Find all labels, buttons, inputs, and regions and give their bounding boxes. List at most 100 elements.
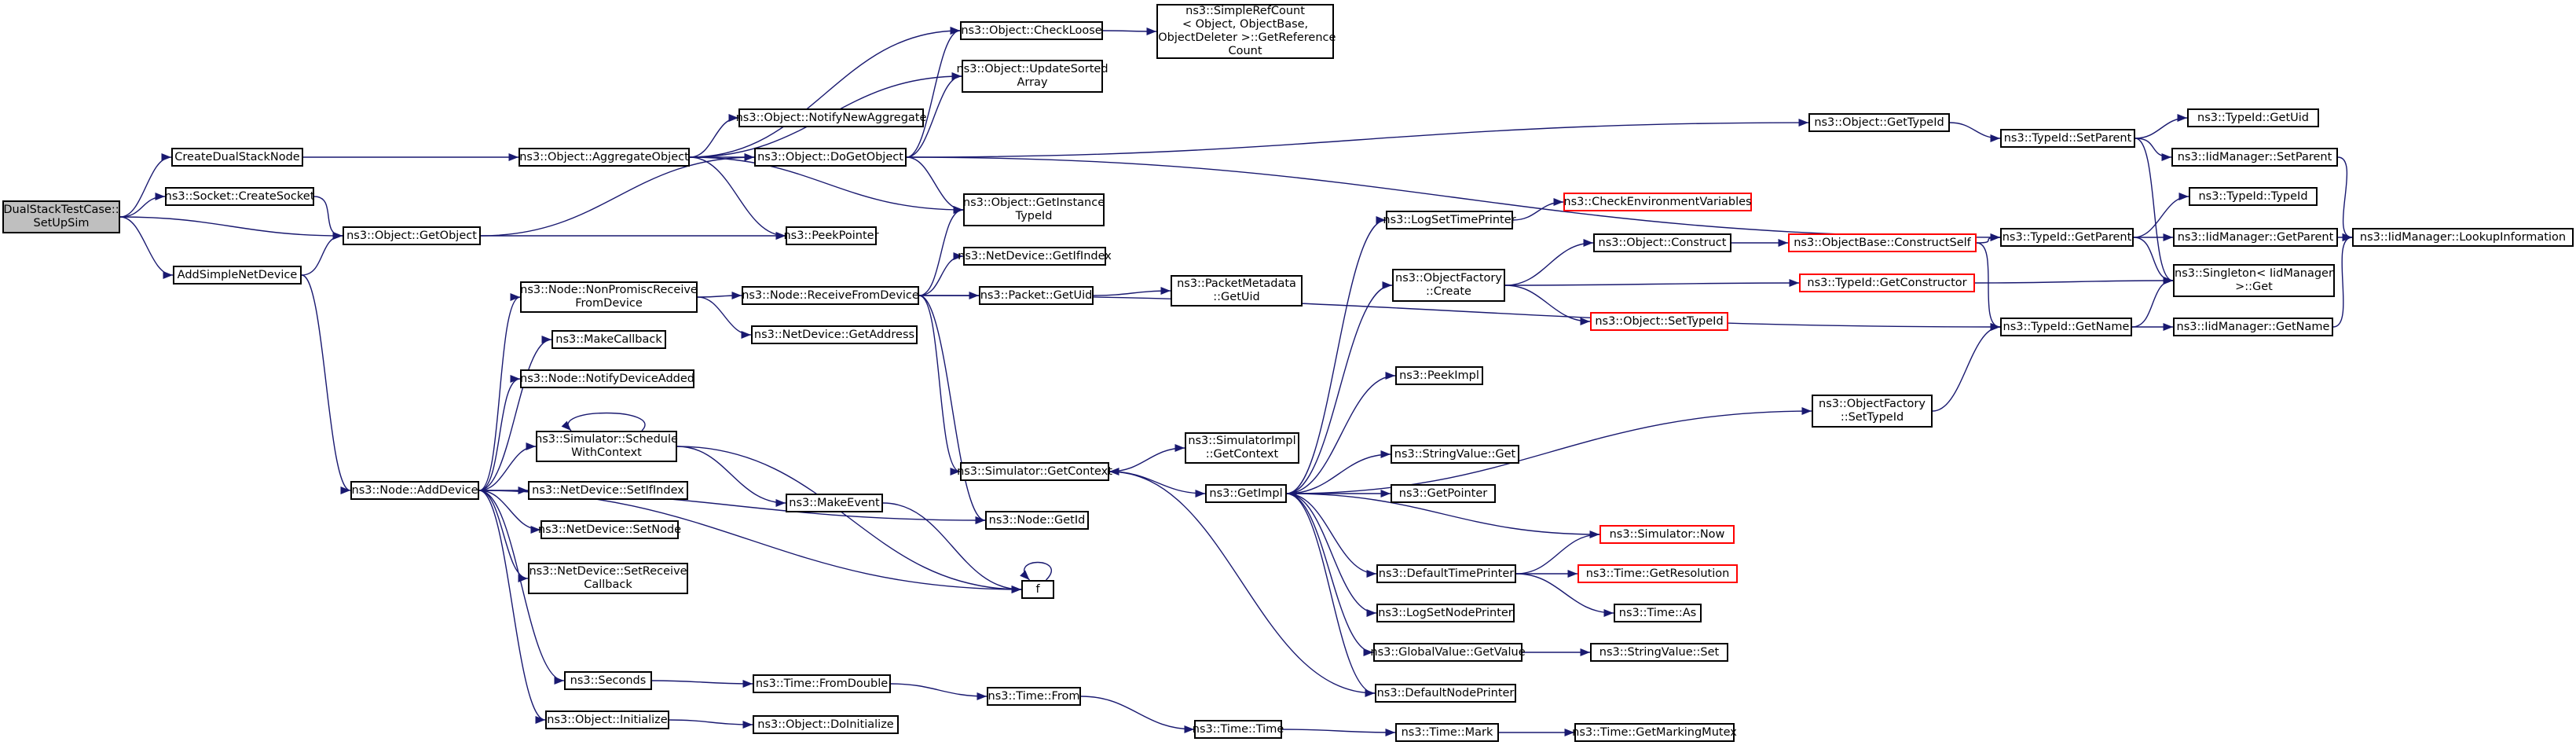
node-simgetctx[interactable]: ns3::Simulator::GetContext bbox=[957, 462, 1112, 481]
edge-nonpromisc-to-receivefromdev bbox=[697, 291, 742, 300]
edge-aggobj-to-checkloose bbox=[689, 26, 961, 158]
node-typeidgetctor[interactable]: ns3::TypeId::GetConstructor bbox=[1799, 274, 1975, 292]
node-peekimpl[interactable]: ns3::PeekImpl bbox=[1395, 366, 1483, 385]
edge-defnodeprinter-to-simgetctx bbox=[1108, 467, 1376, 694]
edge-dogetobject-to-getinsttypeid bbox=[906, 156, 964, 215]
node-updsorted[interactable]: ns3::Object::UpdateSorted Array bbox=[956, 60, 1108, 93]
node-getimpl[interactable]: ns3::GetImpl bbox=[1205, 484, 1287, 503]
node-makecallback[interactable]: ns3::MakeCallback bbox=[551, 330, 666, 349]
node-checkenv[interactable]: ns3::CheckEnvironmentVariables bbox=[1563, 193, 1752, 211]
node-strvalget[interactable]: ns3::StringValue::Get bbox=[1391, 445, 1519, 464]
node-dogetobject[interactable]: ns3::Object::DoGetObject bbox=[754, 148, 907, 167]
node-iidsetparent[interactable]: ns3::IidManager::SetParent bbox=[2171, 148, 2338, 167]
edge-receivefromdev-to-typeidgetname bbox=[918, 295, 2001, 332]
node-getinsttypeid[interactable]: ns3::Object::GetInstance TypeId bbox=[963, 193, 1105, 226]
node-simplerefcount[interactable]: ns3::SimpleRefCount < Object, ObjectBase… bbox=[1156, 4, 1336, 59]
edge-aggobj-to-notifynewagg bbox=[689, 113, 739, 158]
node-f[interactable]: f bbox=[1021, 580, 1054, 599]
edge-getimpl-to-objfactcreate bbox=[1286, 281, 1393, 494]
node-objfactsettypeid[interactable]: ns3::ObjectFactory ::SetTypeId bbox=[1812, 395, 1933, 428]
node-objinit[interactable]: ns3::Object::Initialize bbox=[545, 710, 669, 729]
edge-nodeadddevice-to-schedwithctx bbox=[478, 442, 537, 491]
edge-root-to-getobject bbox=[119, 216, 343, 240]
node-timefrom[interactable]: ns3::Time::From bbox=[987, 687, 1081, 706]
edge-schedwithctx-to-schedwithctx bbox=[561, 412, 646, 431]
node-strvalset[interactable]: ns3::StringValue::Set bbox=[1590, 643, 1728, 662]
edge-objfactcreate-to-typeidgetctor bbox=[1504, 278, 1800, 288]
node-checkloose[interactable]: ns3::Object::CheckLoose bbox=[960, 21, 1103, 40]
node-cdsn[interactable]: CreateDualStackNode bbox=[171, 148, 303, 167]
node-typeidgetparent[interactable]: ns3::TypeId::GetParent bbox=[2000, 228, 2134, 247]
edge-asnd-to-getobject bbox=[301, 231, 343, 276]
node-notifynewagg[interactable]: ns3::Object::NotifyNewAggregate bbox=[736, 108, 926, 127]
node-gvgetvalue[interactable]: ns3::GlobalValue::GetValue bbox=[1370, 643, 1526, 662]
edge-schedwithctx-to-makeevent bbox=[676, 446, 786, 508]
edge-typeidgetname-to-singletonget bbox=[2131, 276, 2174, 328]
node-doinit[interactable]: ns3::Object::DoInitialize bbox=[753, 715, 899, 734]
node-timetime[interactable]: ns3::Time::Time bbox=[1193, 720, 1284, 739]
edge-timetime-to-timemark bbox=[1281, 728, 1396, 737]
node-typeidgetuid[interactable]: ns3::TypeId::GetUid bbox=[2187, 108, 2319, 127]
node-timemark[interactable]: ns3::Time::Mark bbox=[1395, 723, 1499, 742]
edge-asnd-to-nodeadddevice bbox=[301, 274, 351, 494]
node-simimplgetctx[interactable]: ns3::SimulatorImpl ::GetContext bbox=[1185, 432, 1299, 464]
edge-receivefromdev-to-nodegetid bbox=[918, 295, 986, 524]
edge-objbaseconstruct-to-typeidgetname bbox=[1976, 242, 2001, 331]
node-aggobj[interactable]: ns3::Object::AggregateObject bbox=[518, 148, 690, 167]
edge-logsettp-to-checkenv bbox=[1512, 197, 1564, 221]
node-objgettypeid[interactable]: ns3::Object::GetTypeId bbox=[1808, 113, 1950, 132]
node-pktmetauid[interactable]: ns3::PacketMetadata ::GetUid bbox=[1171, 275, 1303, 307]
edge-receivefromdev-to-getifindex bbox=[918, 252, 964, 296]
node-nodegetid[interactable]: ns3::Node::GetId bbox=[985, 511, 1089, 530]
node-getobject[interactable]: ns3::Object::GetObject bbox=[343, 226, 481, 245]
node-logsettp[interactable]: ns3::LogSetTimePrinter bbox=[1383, 211, 1516, 229]
node-asnd[interactable]: AddSimpleNetDevice bbox=[173, 266, 302, 285]
node-objsettypeid[interactable]: ns3::Object::SetTypeId bbox=[1590, 312, 1728, 331]
edge-seconds-to-fromdouble bbox=[651, 679, 753, 688]
node-setreceivecb[interactable]: ns3::NetDevice::SetReceive Callback bbox=[528, 563, 688, 594]
node-setnode[interactable]: ns3::NetDevice::SetNode bbox=[538, 520, 681, 539]
node-sockcreate[interactable]: ns3::Socket::CreateSocket bbox=[165, 187, 314, 206]
node-typeidtypeid[interactable]: ns3::TypeId::TypeId bbox=[2189, 187, 2318, 206]
node-packetgetuid[interactable]: ns3::Packet::GetUid bbox=[979, 286, 1094, 305]
node-getpointer[interactable]: ns3::GetPointer bbox=[1391, 484, 1496, 503]
node-seconds[interactable]: ns3::Seconds bbox=[564, 671, 652, 690]
node-iidgetname[interactable]: ns3::IidManager::GetName bbox=[2173, 318, 2333, 336]
node-defnodeprinter[interactable]: ns3::DefaultNodePrinter bbox=[1375, 684, 1516, 703]
edge-nodeadddevice-to-notifydevadded bbox=[478, 375, 521, 491]
edge-aggobj-to-getinsttypeid bbox=[689, 156, 964, 215]
node-getifindex[interactable]: ns3::NetDevice::GetIfIndex bbox=[958, 247, 1112, 266]
edge-objfactcreate-to-objconstruct bbox=[1504, 238, 1594, 286]
node-schedwithctx[interactable]: ns3::Simulator::Schedule WithContext bbox=[535, 431, 678, 462]
edge-root-to-sockcreate bbox=[119, 192, 166, 218]
edge-root-to-asnd bbox=[119, 216, 174, 280]
node-makeevent[interactable]: ns3::MakeEvent bbox=[786, 494, 883, 512]
node-objbaseconstruct[interactable]: ns3::ObjectBase::ConstructSelf bbox=[1788, 233, 1977, 252]
node-logsetnp[interactable]: ns3::LogSetNodePrinter bbox=[1376, 604, 1515, 622]
edge-nonpromisc-to-getaddress bbox=[697, 296, 752, 340]
edge-nodeadddevice-to-setnode bbox=[478, 490, 541, 534]
node-objconstruct[interactable]: ns3::Object::Construct bbox=[1593, 233, 1731, 252]
node-nodeadddevice[interactable]: ns3::Node::AddDevice bbox=[350, 481, 479, 500]
node-setifindex[interactable]: ns3::NetDevice::SetIfIndex bbox=[528, 481, 688, 500]
node-getmarkmutex[interactable]: ns3::Time::GetMarkingMutex bbox=[1572, 723, 1737, 742]
node-singletonget[interactable]: ns3::Singleton< IidManager >::Get bbox=[2173, 264, 2335, 297]
node-objfactcreate[interactable]: ns3::ObjectFactory ::Create bbox=[1392, 269, 1505, 302]
node-peekpointer[interactable]: ns3::PeekPointer bbox=[783, 226, 879, 245]
node-simnow[interactable]: ns3::Simulator::Now bbox=[1599, 525, 1735, 544]
edge-deftimeprinter-to-simnow bbox=[1515, 530, 1600, 575]
node-timegetres[interactable]: ns3::Time::GetResolution bbox=[1577, 564, 1738, 583]
node-root[interactable]: DualStackTestCase:: SetUpSim bbox=[2, 200, 120, 233]
node-notifydevadded[interactable]: ns3::Node::NotifyDeviceAdded bbox=[520, 369, 694, 388]
node-typeidsetparent[interactable]: ns3::TypeId::SetParent bbox=[2000, 129, 2135, 148]
node-fromdouble[interactable]: ns3::Time::FromDouble bbox=[753, 674, 891, 693]
node-receivefromdev[interactable]: ns3::Node::ReceiveFromDevice bbox=[742, 286, 919, 305]
node-iidlookup[interactable]: ns3::IidManager::LookupInformation bbox=[2352, 228, 2574, 247]
node-iidgetparent[interactable]: ns3::IidManager::GetParent bbox=[2173, 228, 2338, 247]
node-timeas[interactable]: ns3::Time::As bbox=[1614, 604, 1702, 622]
node-nonpromisc[interactable]: ns3::Node::NonPromiscReceive FromDevice bbox=[520, 281, 698, 313]
edge-nodeadddevice-to-seconds bbox=[478, 490, 565, 685]
node-typeidgetname[interactable]: ns3::TypeId::GetName bbox=[2000, 318, 2132, 336]
node-getaddress[interactable]: ns3::NetDevice::GetAddress bbox=[751, 325, 918, 344]
node-deftimeprinter[interactable]: ns3::DefaultTimePrinter bbox=[1376, 564, 1516, 583]
